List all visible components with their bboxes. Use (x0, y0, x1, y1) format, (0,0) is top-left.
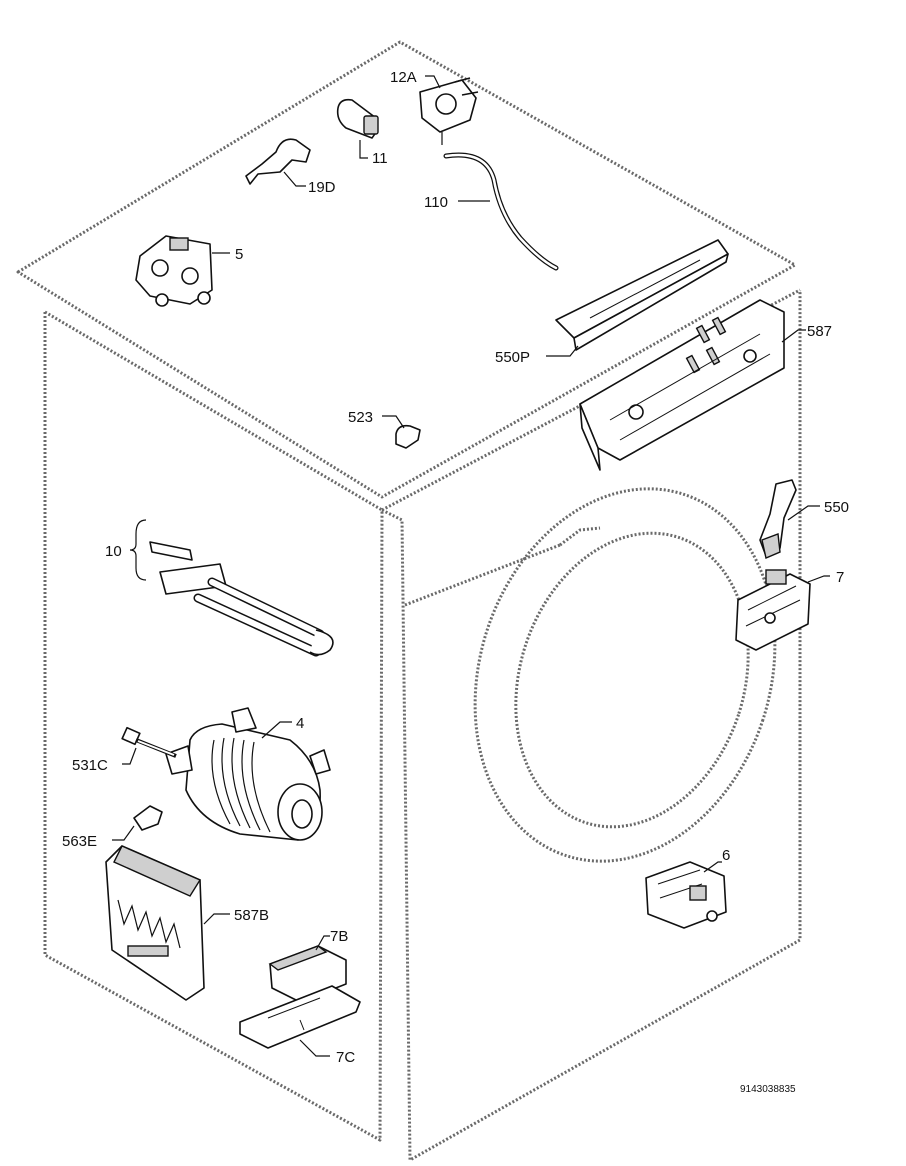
label-11: 11 (372, 150, 388, 167)
cabinet-outline (16, 40, 802, 1162)
door-inner-ring (514, 531, 750, 829)
label-19d: 19D (308, 179, 336, 196)
label-587b: 587B (234, 907, 269, 924)
bracket-10 (129, 519, 147, 581)
drawing-code: 9143038835 (740, 1084, 796, 1095)
leader-7b (315, 935, 330, 951)
label-531c: 531C (72, 757, 108, 774)
door-porthole (473, 487, 777, 863)
leader-587b (203, 913, 230, 925)
label-523: 523 (348, 409, 373, 426)
leader-7c (299, 1039, 330, 1057)
leader-563e (112, 825, 135, 841)
leader-7 (807, 575, 830, 583)
label-550p: 550P (495, 349, 530, 366)
part-523-clip (382, 415, 421, 449)
leader-11 (359, 140, 368, 159)
part-587b-module (105, 845, 230, 1001)
label-563e: 563E (62, 833, 97, 850)
part-12a-pressure-switch (419, 75, 479, 145)
label-6: 6 (722, 847, 730, 864)
label-7b: 7B (330, 928, 348, 945)
leader-587 (781, 329, 806, 343)
label-7c: 7C (336, 1049, 355, 1066)
part-19d-bracket (245, 138, 311, 187)
label-4: 4 (296, 715, 304, 732)
part-7-door-lock (735, 569, 830, 651)
label-110: 110 (424, 194, 448, 211)
leader-550 (787, 505, 820, 521)
label-550: 550 (824, 499, 849, 516)
leader-531c (122, 747, 137, 765)
leader-4 (261, 721, 292, 739)
label-12a: 12A (390, 69, 417, 86)
cabinet-top-edge-left (44, 310, 383, 512)
part-5-inlet-valve (135, 235, 230, 307)
label-7: 7 (836, 569, 844, 586)
leader-6 (703, 861, 722, 873)
label-10: 10 (105, 543, 122, 560)
leader-19d (283, 171, 306, 187)
part-563e-clamp (112, 805, 163, 841)
part-531c-bolt (121, 726, 177, 765)
cabinet-top-panel (16, 40, 797, 499)
control-panel-recess (559, 526, 601, 547)
leader-523 (382, 415, 405, 429)
part-11-filter (336, 98, 379, 159)
part-7c-base-plate (239, 985, 361, 1057)
part-6-switch (645, 861, 727, 929)
leader-12a (425, 75, 441, 89)
part-4-motor (165, 707, 331, 841)
label-587: 587 (807, 323, 832, 340)
cabinet-left-panel (43, 312, 384, 1142)
leader-550p (546, 345, 579, 357)
front-panel-seam (404, 543, 561, 607)
part-110-hose (443, 152, 559, 271)
label-5: 5 (235, 246, 243, 263)
part-550-door-handle (759, 479, 820, 559)
part-10-heating-element (129, 519, 334, 657)
part-587-control-board (579, 299, 806, 471)
part-labels: 12A 11 19D 110 5 550P 587 523 550 10 7 4… (62, 69, 849, 1066)
part-550p-dispenser-panel (546, 239, 729, 357)
door-outer-ring (473, 487, 777, 863)
